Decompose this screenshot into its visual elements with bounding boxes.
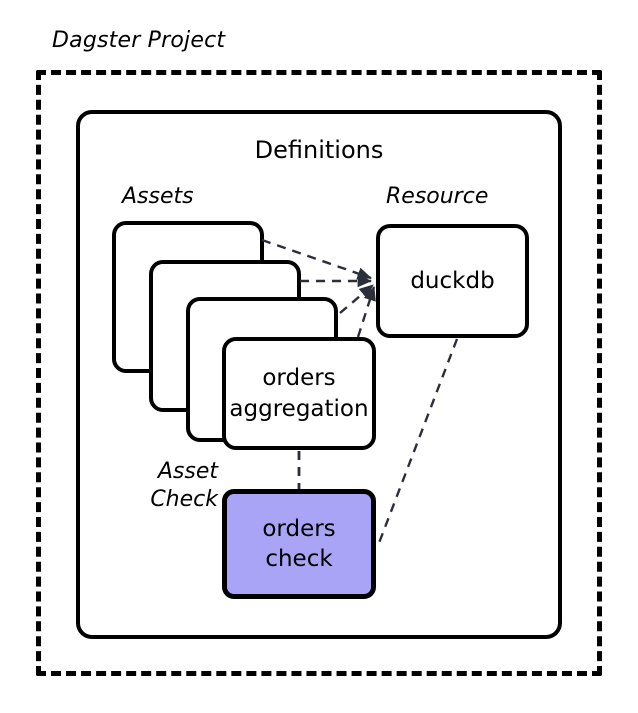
dagster-project-container xyxy=(36,70,602,676)
definitions-title: Definitions xyxy=(254,136,384,164)
asset-check-node-label-line-2: check xyxy=(265,546,333,572)
asset-check-group-label: Asset Check xyxy=(96,458,218,514)
project-title: Dagster Project xyxy=(52,28,226,53)
resource-group-label: Resource xyxy=(386,184,489,209)
asset-node-orders-aggregation[interactable]: orders aggregation xyxy=(222,337,376,450)
asset-check-label-line-2: Check xyxy=(150,487,218,513)
asset-check-node-label-line-1: orders xyxy=(262,515,336,542)
asset-node-label-line-1: orders xyxy=(262,365,336,392)
assets-group-label: Assets xyxy=(122,184,194,209)
asset-check-label-line-1: Asset xyxy=(157,459,218,484)
asset-node-label: orders aggregation xyxy=(229,363,368,424)
asset-check-node-label: orders check xyxy=(262,514,335,575)
asset-check-node-orders-check[interactable]: orders check xyxy=(222,489,376,599)
asset-node-label-line-2: aggregation xyxy=(229,395,369,422)
resource-node-label: duckdb xyxy=(410,267,495,294)
resource-node-duckdb[interactable]: duckdb xyxy=(376,224,529,338)
